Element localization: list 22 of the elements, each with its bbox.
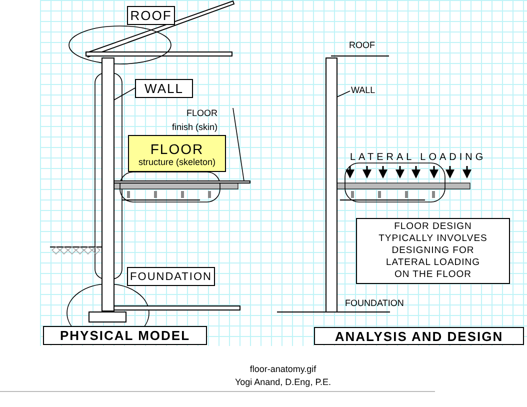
note-box: FLOOR DESIGN TYPICALLY INVOLVES DESIGNING FOR LATERAL LOADING ON THE FLOOR <box>356 218 510 284</box>
file-name-text: floor-anatomy.gif <box>250 364 316 374</box>
subheading-text: finish (skin) <box>172 121 218 134</box>
label-box: FOUNDATION <box>127 267 215 286</box>
label-box: WALL <box>135 79 193 98</box>
heading-text: FLOOR <box>186 107 218 120</box>
wall-column <box>326 58 338 312</box>
label-text: FOUNDATION <box>345 298 404 308</box>
credit-text: Yogi Anand, D.Eng, P.E. <box>234 377 332 387</box>
leader-line <box>336 90 350 98</box>
floor-finish-layer <box>114 180 250 184</box>
subheading-text: structure (skeleton) <box>138 156 216 166</box>
label-text: WALL <box>351 85 376 95</box>
label-box: ROOF <box>127 6 175 25</box>
heading-text: FLOOR <box>150 140 204 156</box>
title-box: PHYSICAL MODEL <box>43 326 207 345</box>
label-text: ROOF <box>349 40 375 50</box>
label-text: LATERAL LOADING <box>350 152 486 163</box>
wall-column <box>102 58 114 312</box>
label-box <box>128 135 226 172</box>
leader-line <box>114 88 136 100</box>
title-box: ANALYSIS AND DESIGN <box>314 327 524 345</box>
